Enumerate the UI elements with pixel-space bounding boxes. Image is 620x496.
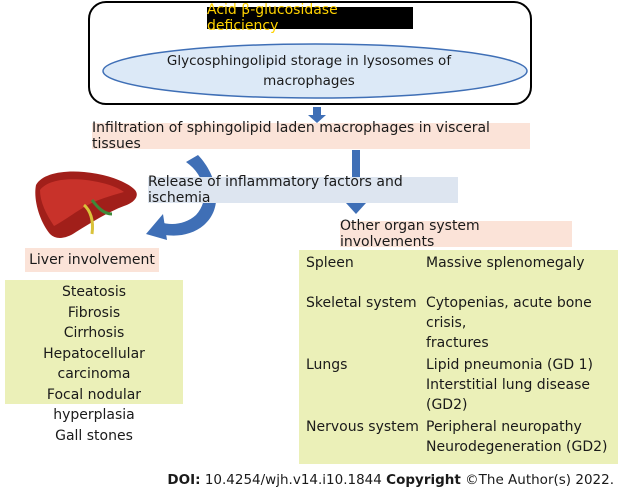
copyright-label: Copyright <box>386 472 461 488</box>
list-item: Focal nodular hyperplasia <box>46 386 142 424</box>
organ-findings: Cytopenias, acute bone crisis, fractures <box>426 293 616 353</box>
doi-label: DOI: <box>167 472 201 488</box>
finding-text: Lipid pneumonia (GD 1) <box>426 357 593 373</box>
organ-findings: Massive splenomegaly <box>426 253 616 273</box>
finding-text: Cytopenias, acute bone crisis, <box>426 295 592 331</box>
liver-icon <box>35 171 137 238</box>
finding-text: Peripheral neuropathy <box>426 419 582 435</box>
arrow-down-1 <box>308 107 326 123</box>
organ-findings: Peripheral neuropathy Neurodegeneration … <box>426 417 616 457</box>
list-item: Cirrhosis <box>63 325 125 341</box>
release-box: Release of inflammatory factors and isch… <box>148 174 458 206</box>
liver-involvement-title: Liver involvement <box>25 248 159 272</box>
storage-ellipse <box>102 43 528 99</box>
list-item: Steatosis <box>61 284 127 300</box>
liver-involvement-list: Steatosis Fibrosis Cirrhosis Hepatocellu… <box>5 280 183 444</box>
storage-label: Glycosphingolipid storage in lysosomes o… <box>104 48 514 94</box>
copyright-text: ©The Author(s) 2022. <box>465 472 614 488</box>
organ-name: Nervous system <box>306 419 419 435</box>
organ-name: Lungs <box>306 357 348 373</box>
storage-line-2: macrophages <box>263 73 355 89</box>
curved-arrow-to-liver <box>146 155 217 240</box>
organ-name: Skeletal system <box>306 295 417 311</box>
finding-text: fractures <box>426 335 489 351</box>
storage-line-1: Glycosphingolipid storage in lysosomes o… <box>166 53 452 69</box>
list-item: Gall stones <box>55 427 133 444</box>
finding-text: Neurodegeneration (GD2) <box>426 439 608 455</box>
list-item: Hepatocellular carcinoma <box>43 345 145 383</box>
organ-findings: Lipid pneumonia (GD 1) Interstitial lung… <box>426 355 616 415</box>
deficiency-label: Acid β-glucosidase deficiency <box>207 2 413 34</box>
other-organ-title: Other organ system involvements <box>340 218 572 250</box>
citation-footer: DOI: 10.4254/wjh.v14.i10.1844 Copyright … <box>0 472 614 492</box>
finding-text: Massive splenomegaly <box>426 255 585 271</box>
list-item: Fibrosis <box>67 304 121 321</box>
organ-table: Spleen Massive splenomegaly Skeletal sys… <box>299 250 618 464</box>
doi-value: 10.4254/wjh.v14.i10.1844 <box>204 472 382 488</box>
finding-text: Interstitial lung disease (GD2) <box>426 377 590 413</box>
organ-name: Spleen <box>306 255 354 271</box>
infiltration-box: Infiltration of sphingolipid laden macro… <box>92 120 530 152</box>
